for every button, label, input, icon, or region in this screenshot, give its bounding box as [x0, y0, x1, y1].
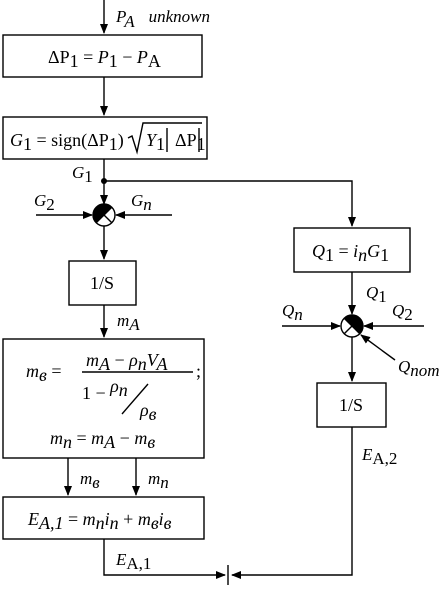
mv-denominator: 1 − ρn: [82, 376, 128, 403]
mn-label: mn: [148, 469, 169, 492]
g1-branch-line: [104, 180, 356, 227]
g1-formula: G1 = sign(ΔP1): [10, 130, 124, 154]
ea1-output-line: [103, 539, 226, 579]
mv-numerator: mA − ρnVA: [86, 350, 168, 374]
g1-box: [2, 116, 208, 160]
integrator-2-box: [316, 382, 387, 428]
mv-denominator-rho: ρв: [139, 400, 157, 424]
sqrt-sign: [127, 122, 202, 155]
q1-formula: Q1 = inG1: [312, 241, 389, 265]
integrator-1-box: [68, 260, 137, 306]
ea1-formula: EA,1 = mnin + mвiв: [27, 509, 172, 533]
integrator-2-label: 1/S: [339, 395, 363, 415]
sum2-node: [340, 314, 364, 338]
mn-formula: mn = mA − mв: [50, 428, 155, 452]
integrator-1-label: 1/S: [90, 273, 114, 293]
mv-semicolon: ;: [196, 361, 201, 381]
mv-label: mв: [80, 469, 100, 492]
mv-formula-lhs: mв =: [26, 361, 61, 385]
mv-slash: [121, 383, 149, 415]
ea2-output-line: [231, 427, 353, 579]
gn-label: Gn: [131, 191, 152, 214]
arrow-qnom-sum2: [360, 334, 396, 361]
delta-p-box: [2, 34, 203, 78]
ea1-box: [2, 496, 205, 540]
q2-label: Q2: [392, 301, 413, 324]
qn-label: Qn: [282, 301, 303, 324]
sum1-node: [92, 203, 116, 227]
ma-label: mA: [117, 311, 140, 334]
q1-label: Q1: [366, 283, 387, 306]
g1-label: G1: [72, 163, 93, 186]
mass-split-box: [2, 338, 205, 459]
ea2-label: EA,2: [361, 445, 397, 468]
g2-label: G2: [34, 191, 55, 214]
qnom-label: Qnom: [398, 357, 440, 380]
delta-p-formula: ΔP1 = P1 − PA: [48, 47, 161, 71]
ea1-label: EA,1: [115, 550, 151, 573]
